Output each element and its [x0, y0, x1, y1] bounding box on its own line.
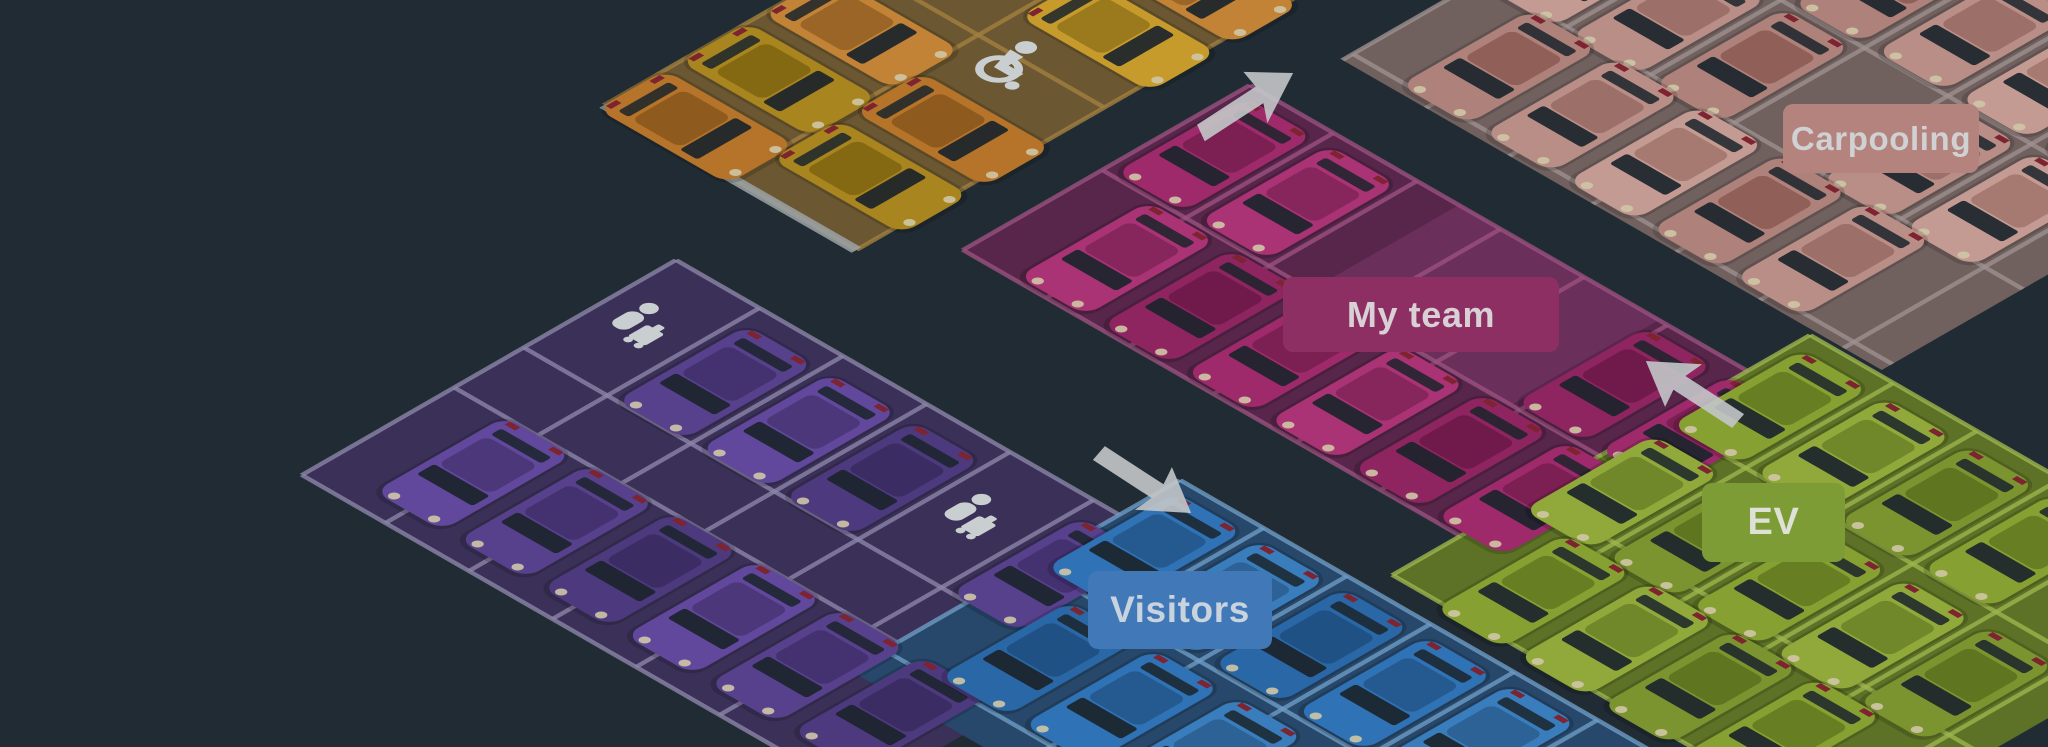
zone-label-visitors: Visitors [1088, 571, 1272, 664]
parked-car [376, 418, 569, 530]
parked-car [601, 72, 794, 183]
zone-label-text: EV [1747, 501, 1800, 543]
parked-car [1297, 638, 1491, 747]
parked-car [1905, 154, 2048, 266]
zone-label-text: Visitors [1110, 589, 1250, 630]
parked-car [1485, 60, 1678, 171]
parked-car [766, 0, 959, 88]
parked-car [1517, 329, 1710, 441]
parked-car [1569, 108, 1762, 219]
parked-car [1023, 0, 1216, 91]
parked-car [543, 514, 736, 626]
parked-car [1488, 0, 1681, 26]
parked-car [1402, 12, 1595, 123]
traveler-icon [612, 302, 665, 349]
parked-car [1354, 395, 1547, 507]
parked-car [1571, 0, 1764, 74]
direction-arrow-to-visitors [1092, 446, 1192, 513]
parked-car [941, 603, 1134, 715]
parked-car [1859, 629, 2048, 740]
parked-car [618, 327, 811, 439]
parked-car [1673, 352, 1866, 463]
parked-car [1381, 686, 1574, 747]
parked-car [793, 658, 987, 747]
parked-car [775, 122, 968, 233]
parked-car [701, 375, 894, 487]
parked-car [459, 466, 653, 578]
parked-car [1103, 251, 1296, 363]
parked-car [1603, 632, 1796, 743]
parked-car [1519, 584, 1713, 695]
parked-car [1214, 590, 1407, 702]
parked-car [1877, 0, 2048, 90]
parked-car [1270, 347, 1463, 459]
parked-car [1775, 581, 1968, 692]
zone-label-carpooling: Carpooling [1783, 104, 1979, 188]
parked-car [1652, 156, 1845, 267]
parked-car [626, 562, 820, 674]
parked-car [1108, 699, 1301, 747]
parked-car [1961, 26, 2048, 138]
parked-car [1756, 400, 1949, 511]
parked-car [1117, 99, 1310, 211]
parked-car [683, 24, 876, 136]
parked-car [1923, 496, 2048, 607]
traveler-icon [944, 493, 997, 540]
parked-car [1019, 203, 1213, 315]
parked-car [1105, 0, 1298, 43]
direction-arrow-to-my-team [1645, 361, 1745, 428]
parked-car [710, 610, 903, 722]
parked-car [1436, 536, 1629, 647]
zone-label-my-team: My team [1283, 277, 1559, 367]
parked-car [1655, 10, 1848, 122]
wheelchair-icon [975, 41, 1038, 90]
parked-car [1840, 448, 2033, 559]
parked-car [1024, 651, 1217, 747]
parked-car [1794, 0, 1987, 42]
parked-car [857, 74, 1050, 186]
direction-arrow-to-carpooling [1197, 71, 1294, 142]
zone-label-ev: EV [1702, 483, 1845, 577]
zone-cars-accessible [601, 0, 1298, 233]
parked-car [1736, 204, 1929, 315]
zone-label-text: My team [1346, 293, 1496, 335]
zone-label-text: Carpooling [1790, 119, 1972, 157]
parked-car [1686, 680, 1880, 747]
parked-car [785, 423, 978, 535]
parked-car [1200, 147, 1394, 259]
parked-car [1525, 437, 1718, 548]
